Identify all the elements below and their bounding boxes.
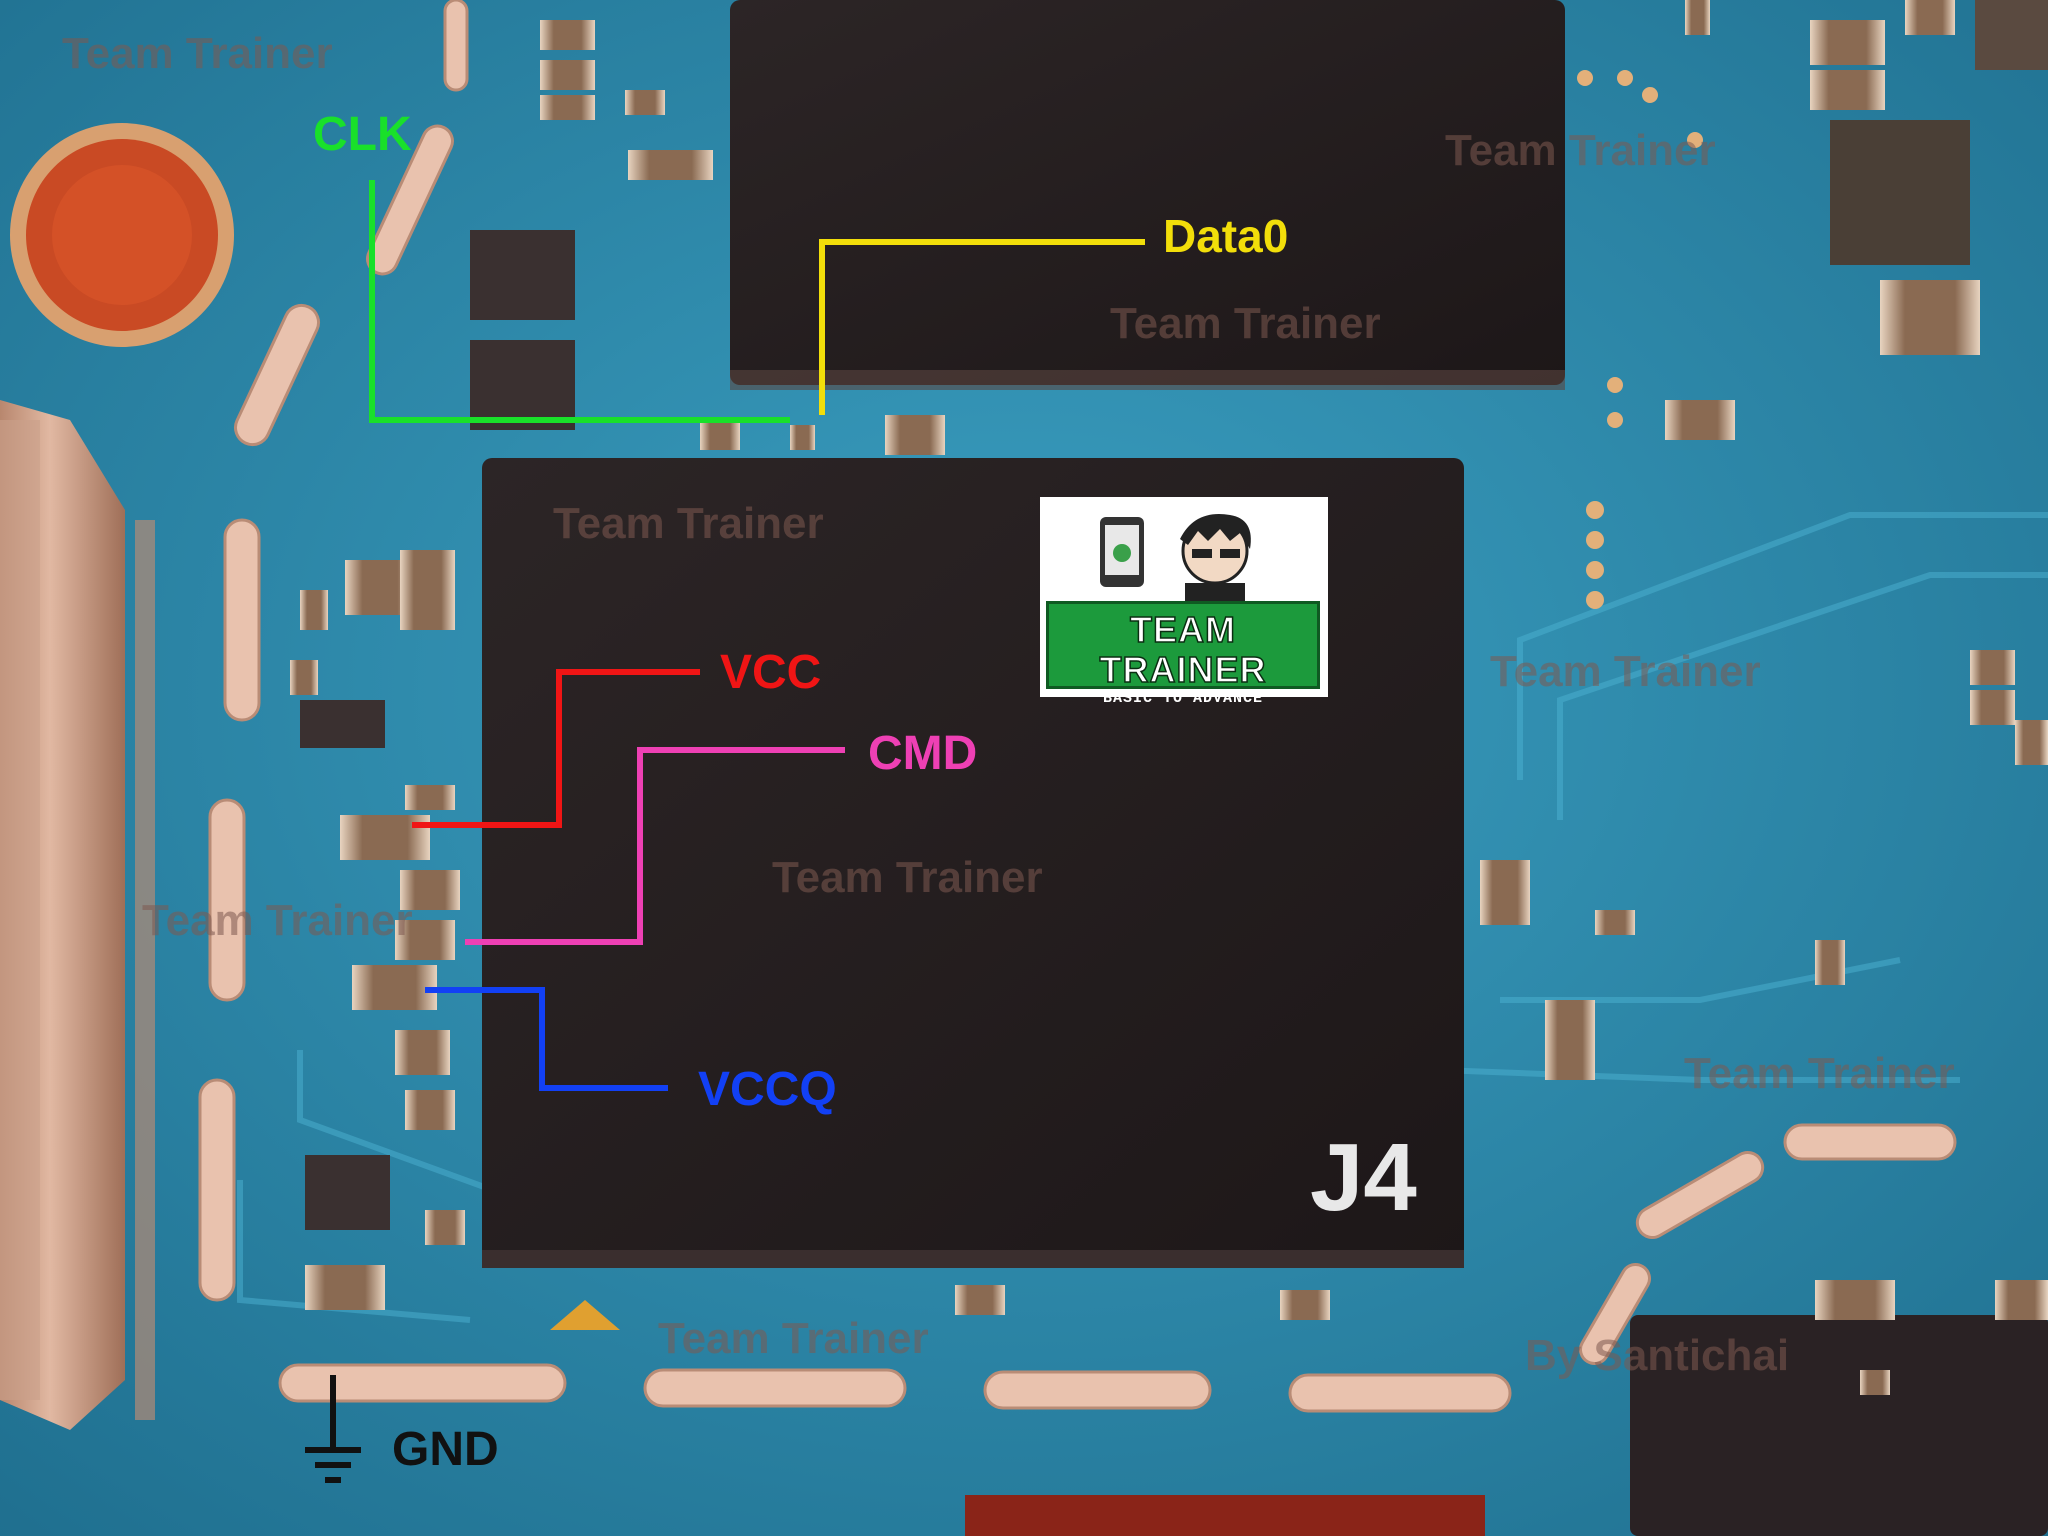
watermarks: Team Trainer Team Trainer Team Trainer T… <box>62 29 1955 1380</box>
logo-banner: TEAM TRAINER BASIC TO ADVANCE <box>1046 601 1320 707</box>
watermark-text: Team Trainer <box>1445 126 1716 175</box>
vccq-label: VCCQ <box>698 1063 837 1116</box>
watermark-text: Team Trainer <box>1684 1049 1955 1098</box>
team-trainer-logo: TEAM TRAINER BASIC TO ADVANCE <box>1040 497 1328 707</box>
vccq-line <box>425 987 668 1091</box>
ring-pad <box>10 123 234 347</box>
lower-right-chip <box>1630 1315 2048 1536</box>
signal-lines <box>369 180 1145 1091</box>
upper-chip <box>730 0 1565 390</box>
watermark-text: Team Trainer <box>1490 647 1761 696</box>
bottom-connector <box>965 1495 1485 1536</box>
logo-title: TEAM TRAINER <box>1099 609 1267 691</box>
watermark-text: Team Trainer <box>772 853 1043 902</box>
board-id-label: J4 <box>1310 1124 1417 1231</box>
clk-label: CLK <box>313 108 412 161</box>
data0-line <box>819 239 1145 415</box>
watermark-text: Team Trainer <box>62 29 333 78</box>
watermark-text: Team Trainer <box>1110 299 1381 348</box>
cmd-line <box>465 747 845 945</box>
watermark-text: Team Trainer <box>658 1314 929 1363</box>
smd-components <box>290 0 2048 1395</box>
logo-subtitle: BASIC TO ADVANCE <box>1102 690 1264 707</box>
upper-right-parts <box>1830 0 2048 265</box>
test-pads <box>198 0 1957 1413</box>
logo-illustration <box>1100 514 1251 601</box>
data0-label: Data0 <box>1163 210 1288 262</box>
cmd-label: CMD <box>868 727 977 780</box>
watermark-text: Team Trainer <box>553 499 824 548</box>
vcc-line <box>412 669 700 828</box>
vias <box>1577 70 1703 609</box>
vcc-label: VCC <box>720 646 821 699</box>
watermark-text: Team Trainer <box>142 896 413 945</box>
gnd-label: GND <box>392 1423 499 1476</box>
gnd-symbol <box>305 1375 361 1483</box>
left-shield <box>0 400 155 1430</box>
clk-line <box>369 180 790 423</box>
credit-text: By Santichai <box>1525 1331 1789 1380</box>
pin1-marker <box>550 1300 620 1330</box>
